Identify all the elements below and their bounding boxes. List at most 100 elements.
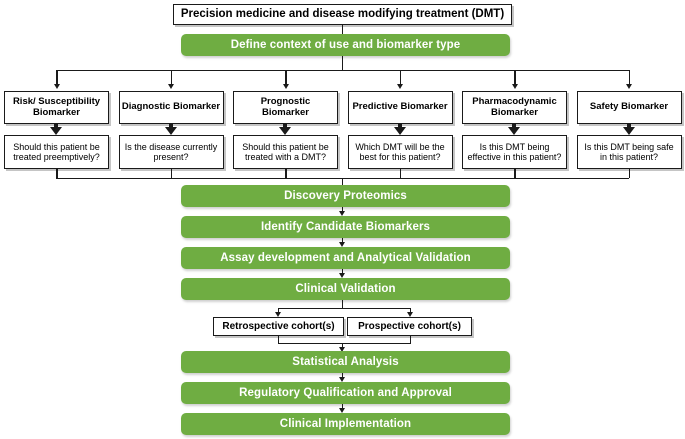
cohort-label: Retrospective cohort(s)	[222, 320, 335, 332]
type-to-question-arrow-2	[164, 127, 177, 135]
arrow-assay-to-clinical-validation	[338, 273, 345, 278]
biomarker-type-label: Diagnostic Biomarker	[121, 101, 221, 113]
type-to-question-arrow-4	[393, 127, 406, 135]
step-define-context: Define context of use and biomarker type	[181, 34, 510, 56]
cohort-split-leg-right	[409, 307, 411, 314]
biomarker-type-label: Predictive Biomarker	[352, 101, 448, 113]
merge-riser-3	[285, 169, 287, 178]
type-to-question-stem-5	[512, 124, 517, 128]
merge-riser-5	[514, 169, 516, 178]
merge-riser-2	[170, 169, 173, 178]
step-assay-development-validation: Assay development and Analytical Validat…	[181, 247, 510, 269]
branch-arrow-1	[53, 84, 60, 89]
type-to-question-stem-4	[397, 124, 402, 128]
biomarker-type-label: Safety Biomarker	[589, 101, 669, 113]
biomarker-type-box-predictive: Predictive Biomarker	[347, 91, 453, 124]
type-to-question-stem-3	[283, 124, 288, 128]
merge-riser-4	[399, 169, 402, 178]
cohort-merge-horizontal	[278, 342, 411, 344]
biomarker-question-box-diagnostic: Is the disease currently present?	[118, 135, 224, 169]
biomarker-question-box-risk-susceptibility: Should this patient be treated preemptiv…	[4, 135, 109, 169]
biomarker-question-label: Is the disease currently present?	[124, 141, 218, 162]
cohort-merge-arrow	[338, 346, 345, 352]
branch-drop-5	[514, 69, 516, 85]
connector-assay-to-clinical-validation	[341, 269, 343, 275]
biomarker-question-box-safety: Is this DMT being safe in this patient?	[576, 135, 682, 169]
biomarker-type-label: Pharmacodynamic Biomarker	[472, 95, 557, 118]
step-label: Statistical Analysis	[292, 356, 399, 368]
connector-title-to-define	[341, 25, 343, 34]
type-to-question-stem-6	[626, 124, 631, 128]
cohort-split-horizontal	[278, 307, 411, 309]
step-label: Regulatory Qualification and Approval	[239, 387, 452, 399]
connector-regulatory-to-implementation	[341, 404, 343, 410]
biomarker-question-box-predictive: Which DMT will be the best for this pati…	[347, 135, 453, 169]
type-to-question-stem-1	[54, 124, 59, 128]
branch-drop-1	[56, 69, 58, 85]
biomarker-type-label: Risk/ Susceptibility Biomarker	[12, 95, 101, 118]
biomarker-question-box-pharmacodynamic: Is this DMT being effective in this pati…	[462, 135, 567, 169]
arrow-identify-to-assay	[338, 242, 345, 247]
branch-arrow-3	[282, 84, 289, 89]
arrow-regulatory-to-implementation	[338, 408, 345, 413]
connector-statistical-to-regulatory	[341, 373, 343, 379]
cohort-merge-riser-left	[278, 336, 280, 343]
cohort-split-arrow-right	[406, 311, 413, 317]
cohort-box-prospective: Prospective cohort(s)	[347, 317, 472, 336]
biomarker-type-box-risk-susceptibility: Risk/ Susceptibility Biomarker	[4, 91, 109, 124]
step-label: Discovery Proteomics	[284, 190, 407, 202]
biomarker-type-box-pharmacodynamic: Pharmacodynamic Biomarker	[462, 91, 567, 124]
branch-bus-horizontal	[57, 69, 629, 71]
step-label: Identify Candidate Biomarkers	[260, 221, 431, 233]
biomarker-type-box-safety: Safety Biomarker	[576, 91, 682, 124]
cohort-merge-riser-right	[409, 336, 411, 343]
cohort-split-arrow-left	[275, 311, 282, 317]
step-regulatory-qualification-approval: Regulatory Qualification and Approval	[181, 382, 510, 404]
biomarker-question-label: Is this DMT being safe in this patient?	[584, 141, 674, 162]
biomarker-question-box-prognostic: Should this patient be treated with a DM…	[233, 135, 338, 169]
step-clinical-validation: Clinical Validation	[181, 278, 510, 300]
type-to-question-arrow-6	[622, 127, 635, 135]
step-clinical-implementation: Clinical Implementation	[181, 413, 510, 435]
step-discovery-proteomics: Discovery Proteomics	[181, 185, 510, 207]
merge-riser-1	[56, 169, 58, 178]
biomarker-type-label: Prognostic Biomarker	[260, 95, 311, 118]
branch-drop-4	[399, 69, 402, 85]
merge-riser-6	[628, 169, 631, 178]
type-to-question-arrow-1	[50, 127, 63, 135]
biomarker-question-label: Is this DMT being effective in this pati…	[467, 141, 562, 162]
cohort-box-retrospective: Retrospective cohort(s)	[213, 317, 344, 336]
biomarker-type-box-prognostic: Prognostic Biomarker	[233, 91, 338, 124]
branch-arrow-5	[511, 84, 518, 89]
title-box: Precision medicine and disease modifying…	[173, 4, 512, 25]
title-text: Precision medicine and disease modifying…	[180, 8, 505, 21]
connector-discovery-to-identify	[341, 207, 343, 213]
branch-drop-6	[628, 69, 631, 85]
branch-arrow-4	[397, 84, 403, 89]
step-label: Clinical Validation	[295, 283, 396, 295]
arrow-discovery-to-identify	[338, 211, 345, 216]
merge-bus-stem	[341, 177, 343, 186]
type-to-question-arrow-3	[279, 127, 292, 135]
branch-bus-stem	[341, 56, 343, 70]
arrow-statistical-to-regulatory	[338, 377, 345, 382]
type-to-question-arrow-5	[508, 127, 521, 135]
branch-arrow-2	[168, 84, 174, 89]
biomarker-question-label: Which DMT will be the best for this pati…	[355, 141, 445, 162]
step-identify-candidate-biomarkers: Identify Candidate Biomarkers	[181, 216, 510, 238]
biomarker-type-box-diagnostic: Diagnostic Biomarker	[118, 91, 224, 124]
step-define-context-label: Define context of use and biomarker type	[230, 39, 461, 51]
biomarker-question-label: Should this patient be treated preemptiv…	[13, 141, 100, 162]
cohort-merge-stem	[341, 342, 343, 349]
step-label: Clinical Implementation	[279, 418, 412, 430]
branch-drop-2	[170, 69, 173, 85]
branch-drop-3	[285, 69, 287, 85]
type-to-question-stem-2	[168, 124, 173, 128]
cohort-split-leg-left	[278, 307, 280, 314]
branch-arrow-6	[626, 84, 632, 89]
cohort-split-stem	[341, 300, 343, 308]
step-statistical-analysis: Statistical Analysis	[181, 351, 510, 373]
biomarker-question-label: Should this patient be treated with a DM…	[242, 141, 329, 162]
cohort-label: Prospective cohort(s)	[358, 320, 461, 332]
